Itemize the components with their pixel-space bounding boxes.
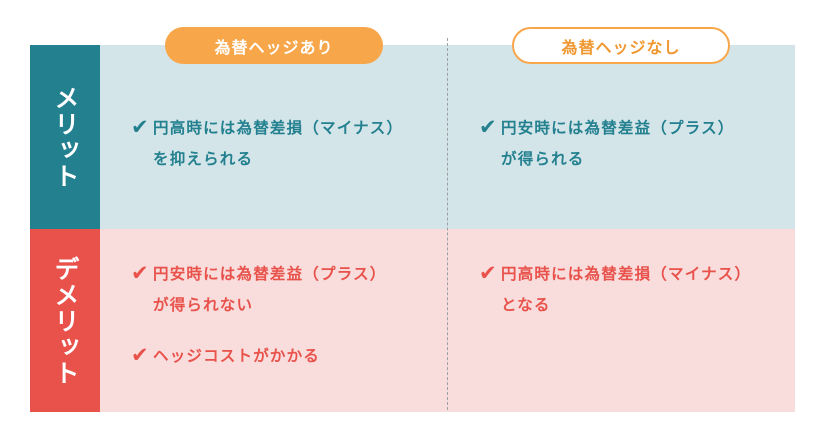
- merit-row-label: メリット: [30, 45, 100, 229]
- merit-with-hedge-cell: ✔ 円高時には為替差損（マイナス） を抑えられる: [131, 113, 403, 175]
- demerit-with-hedge-cell: ✔ 円安時には為替差益（プラス） が得られない ✔ ヘッジコストがかかる: [131, 259, 387, 372]
- list-item: ✔ 円安時には為替差益（プラス） が得られない: [131, 259, 387, 321]
- demerit-row-label: デメリット: [30, 229, 100, 412]
- item-text-line: を抑えられる: [153, 150, 254, 168]
- merit-without-hedge-cell: ✔ 円安時には為替差益（プラス） が得られる: [479, 113, 735, 175]
- check-icon: ✔: [131, 115, 150, 139]
- demerit-row: デメリット ✔ 円安時には為替差益（プラス） が得られない ✔ ヘッジコストがか…: [30, 229, 795, 412]
- item-text-line: 円安時には為替差益（プラス）: [501, 119, 735, 137]
- merit-row: メリット ✔ 円高時には為替差損（マイナス） を抑えられる ✔ 円安時には為替差…: [30, 45, 795, 229]
- item-text-line: が得られる: [501, 150, 585, 168]
- item-text-line: 円安時には為替差益（プラス）: [153, 265, 387, 283]
- list-item: ✔ 円高時には為替差損（マイナス） となる: [479, 259, 751, 321]
- check-icon: ✔: [479, 261, 498, 285]
- item-text-line: ヘッジコストがかかる: [153, 347, 321, 365]
- check-icon: ✔: [131, 343, 150, 367]
- item-text-line: となる: [501, 296, 551, 314]
- list-item: ✔ ヘッジコストがかかる: [131, 341, 387, 372]
- demerit-without-hedge-cell: ✔ 円高時には為替差損（マイナス） となる: [479, 259, 751, 321]
- check-icon: ✔: [131, 261, 150, 285]
- column-divider: [447, 38, 448, 410]
- list-item: ✔ 円安時には為替差益（プラス） が得られる: [479, 113, 735, 175]
- item-text-line: が得られない: [153, 296, 254, 314]
- with-hedge-header: 為替ヘッジあり: [165, 27, 383, 64]
- check-icon: ✔: [479, 115, 498, 139]
- comparison-grid: メリット ✔ 円高時には為替差損（マイナス） を抑えられる ✔ 円安時には為替差…: [30, 38, 795, 412]
- without-hedge-header: 為替ヘッジなし: [512, 27, 730, 64]
- item-text-line: 円高時には為替差損（マイナス）: [501, 265, 752, 283]
- list-item: ✔ 円高時には為替差損（マイナス） を抑えられる: [131, 113, 403, 175]
- item-text-line: 円高時には為替差損（マイナス）: [153, 119, 404, 137]
